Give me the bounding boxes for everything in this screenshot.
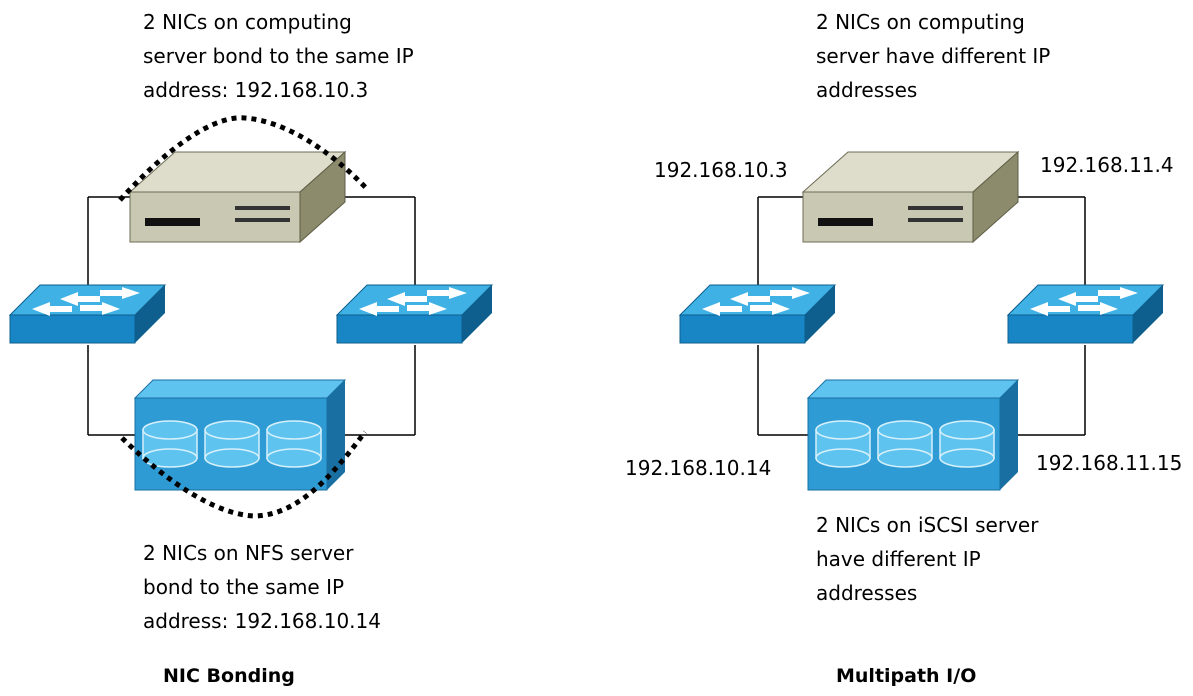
bond-arc-bottom — [120, 430, 367, 519]
bond-arc-top — [118, 115, 370, 202]
iscsi-server-icon — [807, 379, 1019, 491]
right-caption: Multipath I/O — [836, 665, 977, 687]
ip-bottom-left: 192.168.10.14 — [625, 456, 772, 480]
left-bottom-note: 2 NICs on NFS server bond to the same IP… — [143, 541, 381, 633]
ip-bottom-right: 192.168.11.15 — [1036, 451, 1183, 475]
computing-server-icon — [802, 151, 1019, 243]
computing-server-icon — [129, 151, 346, 243]
ip-top-right: 192.168.11.4 — [1040, 153, 1174, 177]
left-caption: NIC Bonding — [163, 665, 295, 687]
right-bottom-note: 2 NICs on iSCSI server have different IP… — [816, 513, 1039, 605]
switch-right-icon — [336, 284, 493, 344]
switch-left-icon — [679, 284, 836, 344]
left-links — [87, 196, 416, 436]
switch-right-icon — [1007, 284, 1164, 344]
nfs-server-icon — [134, 379, 346, 491]
left-top-note: 2 NICs on computing server bond to the s… — [143, 10, 414, 102]
right-links — [757, 196, 1086, 436]
switch-left-icon — [9, 284, 166, 344]
right-top-note: 2 NICs on computing server have differen… — [816, 10, 1051, 102]
ip-top-left: 192.168.10.3 — [654, 158, 788, 182]
